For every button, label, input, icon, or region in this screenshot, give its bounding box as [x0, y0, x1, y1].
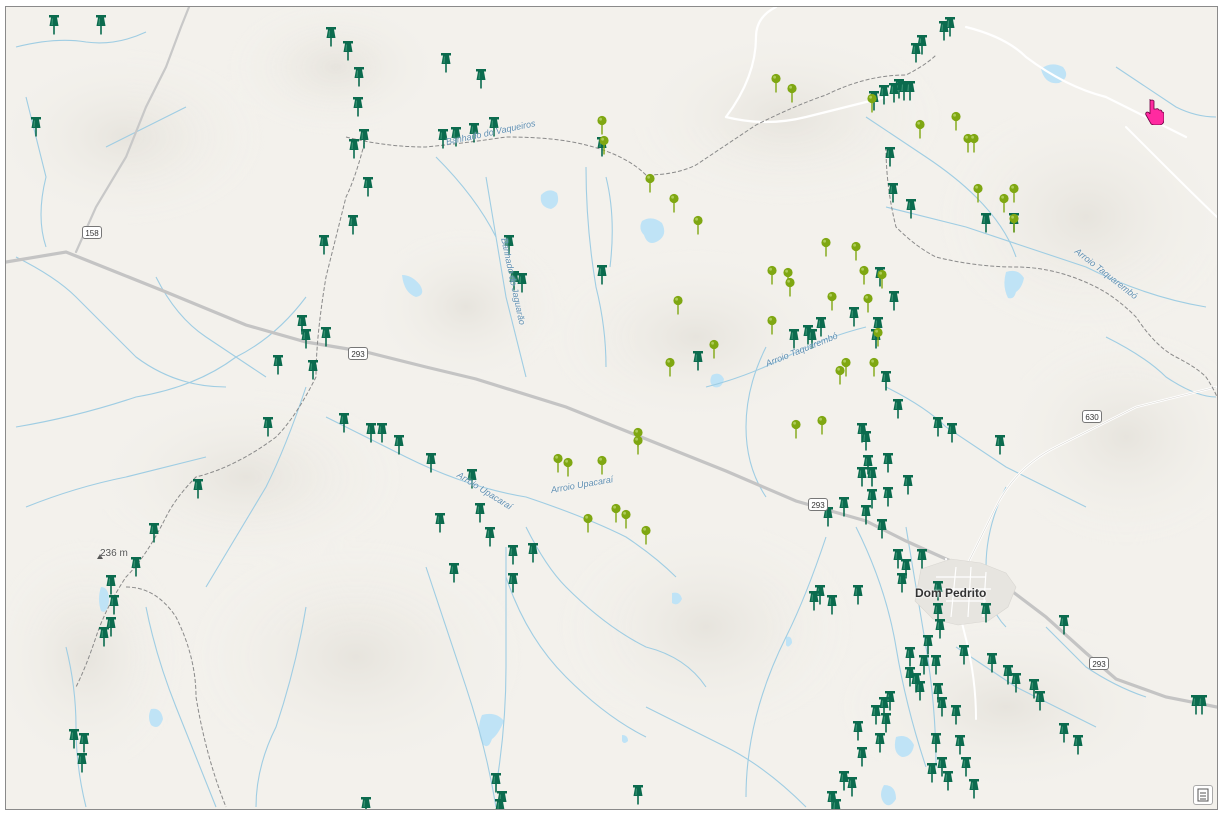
map-view[interactable]: Arroio Upacaraí Arroio Upacaraí Arroio T… [5, 6, 1218, 810]
place-label-dom-pedrito: Dom Pedrito [915, 586, 987, 600]
road-shield-293-center: 293 [808, 498, 828, 511]
basemap-gallery-button[interactable] [1193, 785, 1213, 805]
hand-cursor-icon [1145, 99, 1164, 125]
push-pin-icon[interactable] [361, 797, 371, 809]
road-shield-158: 158 [82, 226, 102, 239]
layers-icon [1197, 788, 1209, 802]
road-shield-293-east: 293 [1089, 657, 1109, 670]
road-network [6, 7, 1217, 720]
stream-network [15, 31, 1217, 808]
boundary-lines [75, 54, 1217, 808]
road-shield-630: 630 [1082, 410, 1102, 423]
hillshade-layer [6, 7, 1217, 797]
road-shield-293-west: 293 [348, 347, 368, 360]
peak-icon [97, 554, 103, 559]
peak-label-elevation: 236 m [100, 548, 128, 559]
map-canvas[interactable] [6, 7, 1217, 809]
